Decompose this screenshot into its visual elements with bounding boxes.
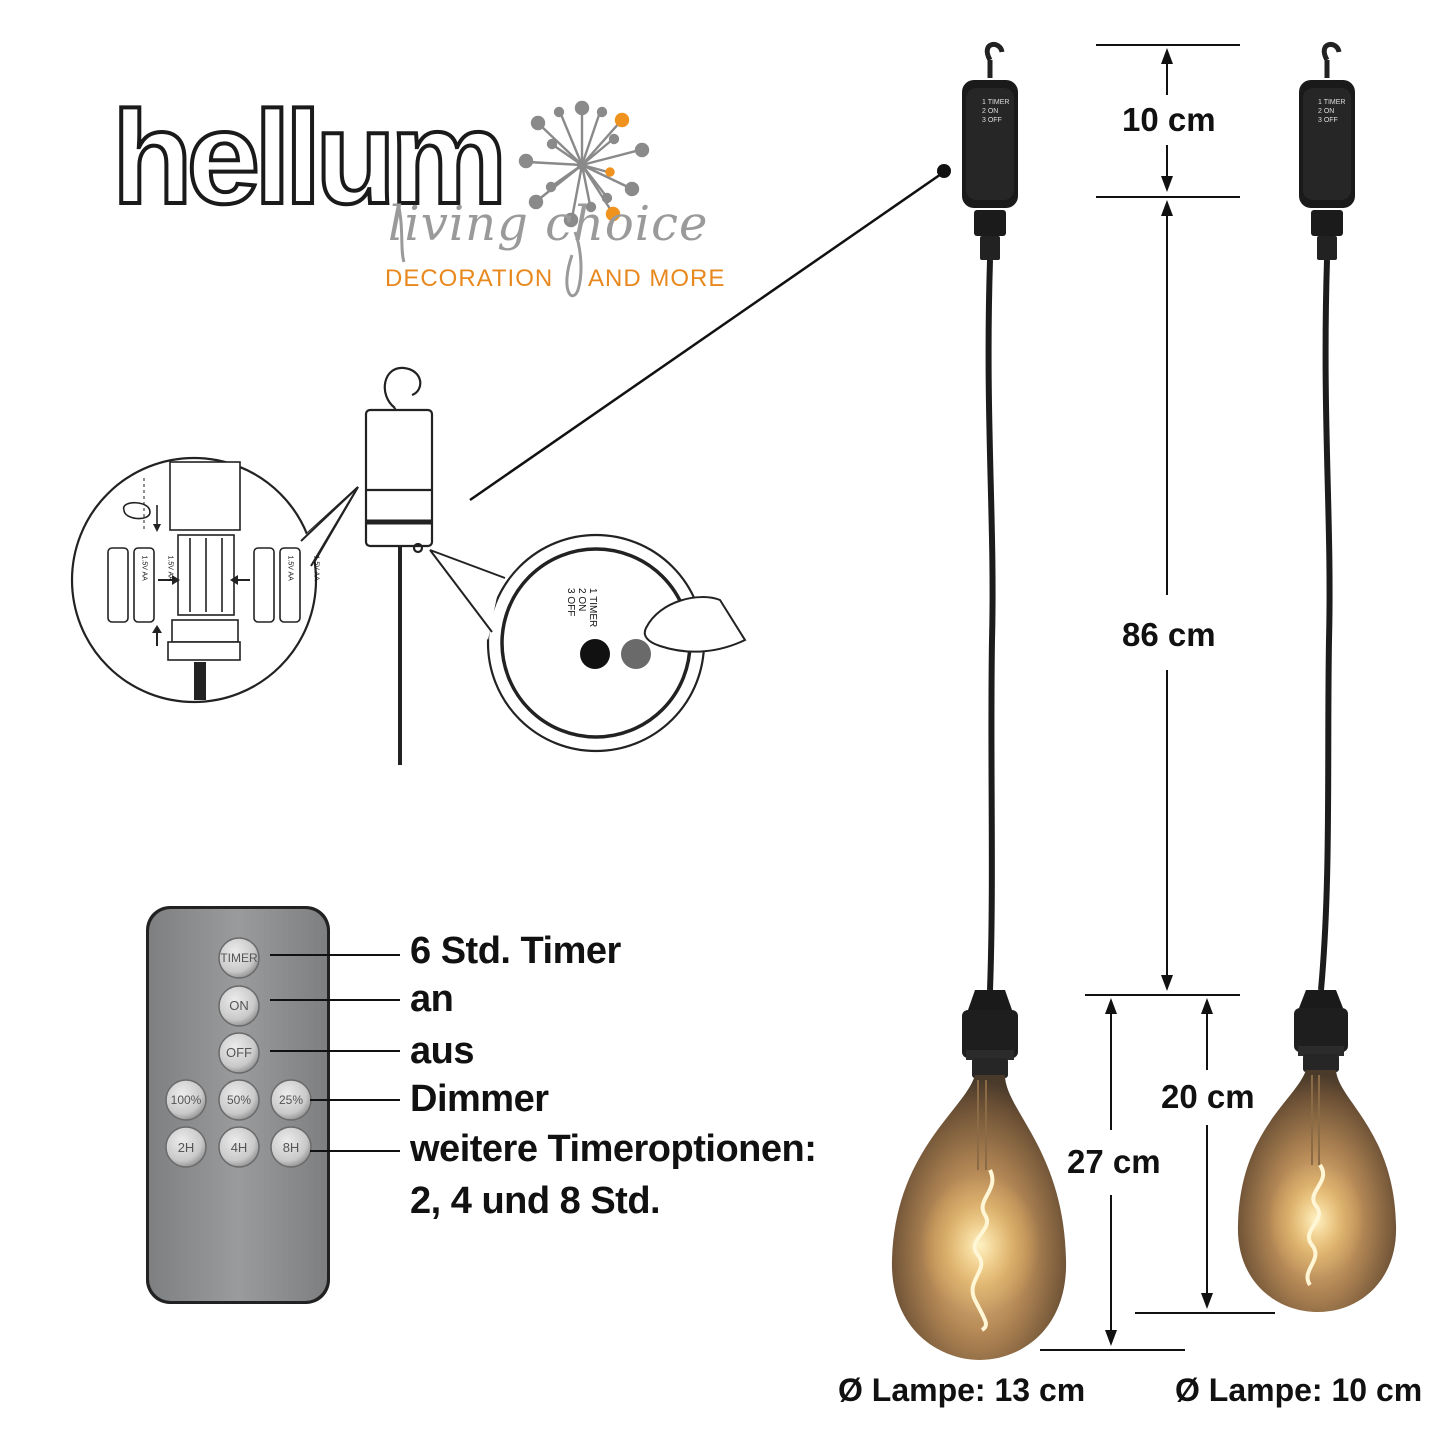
battery-label-4: 1.5V AA xyxy=(312,555,320,581)
remote-button-25[interactable]: 25% xyxy=(278,1093,304,1107)
dim-lamp-large-height: 27 cm xyxy=(1067,1143,1161,1180)
cable-small xyxy=(1318,259,1333,991)
remote-button-on[interactable]: ON xyxy=(229,998,249,1013)
dim-lamp-small-height: 20 cm xyxy=(1161,1078,1255,1115)
dim-lamp-small-diameter: Ø Lampe: 10 cm xyxy=(1175,1372,1423,1408)
feature-timer: 6 Std. Timer xyxy=(410,930,621,972)
brand-wordmark: hellum xyxy=(110,84,509,231)
hook-icon xyxy=(1321,42,1342,78)
brand-script: living choice xyxy=(388,196,709,252)
remote-control xyxy=(146,906,330,1304)
filament-small xyxy=(1305,1163,1326,1287)
filament-large xyxy=(970,1169,995,1332)
battery-label-3: 1.5V AA xyxy=(286,555,294,581)
pendant-lamp-large xyxy=(891,42,1067,1360)
brand-tagline-right: AND MORE xyxy=(588,265,726,292)
remote-pointer-lines xyxy=(270,954,400,1152)
remote-button-off[interactable]: OFF xyxy=(226,1045,252,1060)
switch-label-timer: 1 TIMER xyxy=(587,588,598,628)
battery-detail xyxy=(70,456,359,704)
switch-labels: 1 TIMER 2 ON 3 OFF xyxy=(565,588,598,648)
dim-lamp-large-diameter: Ø Lampe: 13 cm xyxy=(838,1372,1086,1408)
feature-off: aus xyxy=(410,1030,474,1072)
switch-button-dark xyxy=(580,639,610,669)
dimension-lines xyxy=(1040,44,1275,1351)
feature-dimmer: Dimmer xyxy=(410,1078,549,1120)
leader-line xyxy=(469,170,945,502)
remote-button-timer[interactable]: TIMER xyxy=(220,951,258,965)
pendant-lamp-small xyxy=(1237,42,1397,1312)
finger-icon xyxy=(643,596,747,653)
brand-logo xyxy=(396,100,650,298)
dimension-arrowheads xyxy=(1105,48,1213,1346)
dim-cable-length: 86 cm xyxy=(1122,616,1216,653)
switch-detail xyxy=(429,533,747,753)
cable-large xyxy=(985,259,996,991)
remote-button-2h[interactable]: 2H xyxy=(177,1140,195,1155)
switch-label-on: 2 ON xyxy=(576,588,587,612)
dandelion-icon xyxy=(518,100,650,228)
feature-more-timer-values: 2, 4 und 8 Std. xyxy=(410,1180,661,1222)
leader-dot xyxy=(937,164,951,178)
brand-tagline-left: DECORATION xyxy=(385,265,554,292)
switch-label-off: 3 OFF xyxy=(565,588,576,617)
hook-icon xyxy=(984,42,1005,78)
script-swash xyxy=(396,202,583,298)
feature-more-timer: weitere Timeroptionen: xyxy=(410,1128,817,1170)
remote-button-100[interactable]: 100% xyxy=(170,1093,202,1107)
remote-button-50[interactable]: 50% xyxy=(226,1093,252,1107)
remote-button-4h[interactable]: 4H xyxy=(230,1140,248,1155)
dim-box-height: 10 cm xyxy=(1122,101,1216,138)
feature-on: an xyxy=(410,978,454,1020)
lineart-hanger xyxy=(364,366,434,765)
battery-label-2: 1.5V AA xyxy=(166,555,174,581)
battery-label-1: 1.5V AA xyxy=(140,555,148,581)
remote-button-8h[interactable]: 8H xyxy=(282,1140,300,1155)
switch-button-gray xyxy=(621,639,651,669)
